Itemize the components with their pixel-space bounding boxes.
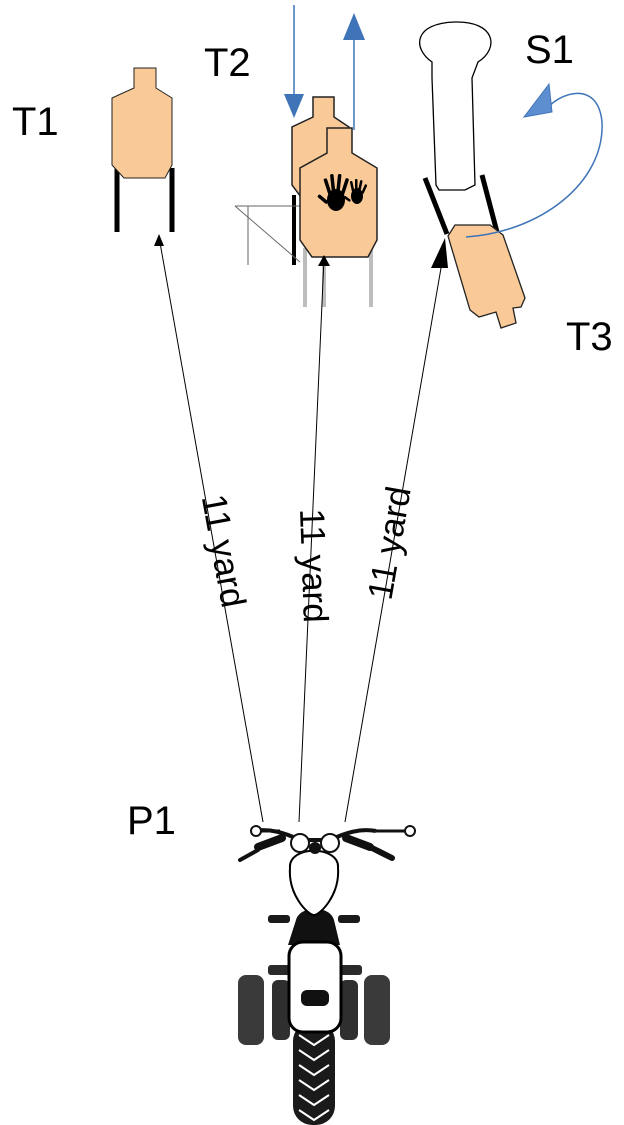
- hands-icon: [317, 173, 368, 211]
- rear-fender: [287, 940, 343, 1034]
- fuel-tank: [288, 849, 340, 917]
- distance-label-t1: 11 yard: [194, 491, 253, 610]
- s1-swing-arrow: [465, 92, 603, 238]
- motorcycle-icon: [238, 825, 416, 1125]
- t3-silhouette: [447, 224, 526, 329]
- t2-motion-up-head: [343, 13, 365, 40]
- target-t1: [111, 67, 175, 232]
- t1-silhouette: [111, 67, 173, 179]
- label-t1: T1: [12, 100, 59, 144]
- label-p1: P1: [127, 799, 176, 843]
- label-t2: T2: [204, 41, 251, 85]
- line-to-t2: [298, 255, 330, 823]
- distance-label-t3: 11 yard: [361, 483, 419, 602]
- target-t2-group: [234, 5, 378, 307]
- line-to-t3: [344, 238, 448, 823]
- rear-tire: [293, 1022, 335, 1125]
- swinger-icon: [419, 21, 603, 329]
- s1-counterweight: [419, 21, 492, 191]
- rear-tire-tread: [298, 1034, 330, 1122]
- label-t3: T3: [566, 315, 613, 359]
- label-s1: S1: [525, 28, 574, 72]
- seat: [288, 908, 340, 945]
- tail-light: [301, 990, 329, 1006]
- t3-stand-right: [479, 174, 500, 233]
- s1-swing-arrow-head: [522, 82, 553, 118]
- distance-label-t2: 11 yard: [292, 508, 335, 623]
- line-to-t1: [154, 234, 264, 823]
- t3-stand-left: [422, 177, 450, 235]
- t2-activator-frame: [234, 205, 301, 265]
- t2-motion-down-head: [284, 94, 304, 118]
